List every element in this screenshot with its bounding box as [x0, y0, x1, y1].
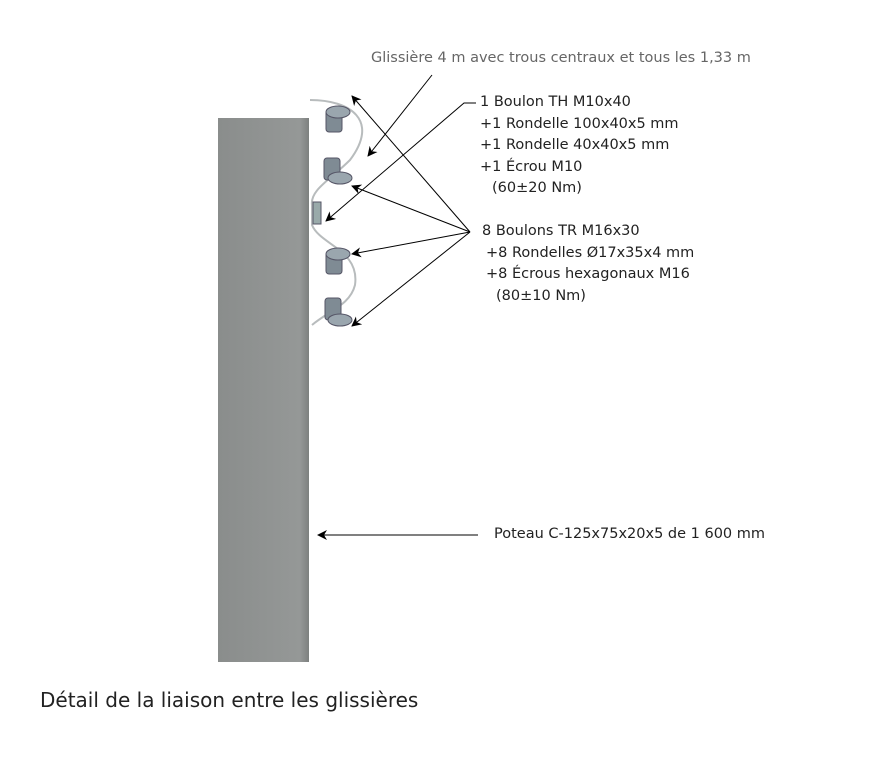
label-poteau: Poteau C-125x75x20x5 de 1 600 mm	[494, 526, 766, 542]
label-line: +8 Rondelles Ø17x35x4 mm	[486, 244, 695, 261]
bolts	[312, 105, 353, 327]
leader-lines	[317, 74, 478, 540]
label-line: (60±20 Nm)	[492, 180, 582, 196]
post	[218, 118, 309, 662]
guardrail-profile	[309, 99, 364, 326]
label-line: +1 Rondelle 100x40x5 mm	[480, 115, 679, 132]
label-line: +1 Rondelle 40x40x5 mm	[480, 137, 670, 153]
label-glissiere: Glissière 4 m avec trous centraux et tou…	[371, 50, 751, 66]
label-line: +8 Écrous hexagonaux M16	[486, 266, 690, 282]
label-line: (80±10 Nm)	[496, 287, 586, 304]
label-line: 8 Boulons TR M16x30	[482, 223, 640, 239]
label-line: +1 Écrou M10	[480, 158, 583, 175]
label-boulons-tr: 8 Boulons TR M16x30 +8 Rondelles Ø17x35x…	[482, 221, 694, 307]
label-boulon-th: 1 Boulon TH M10x40 +1 Rondelle 100x40x5 …	[480, 92, 679, 200]
label-line: 1 Boulon TH M10x40	[480, 94, 631, 110]
caption: Détail de la liaison entre les glissière…	[40, 688, 419, 712]
